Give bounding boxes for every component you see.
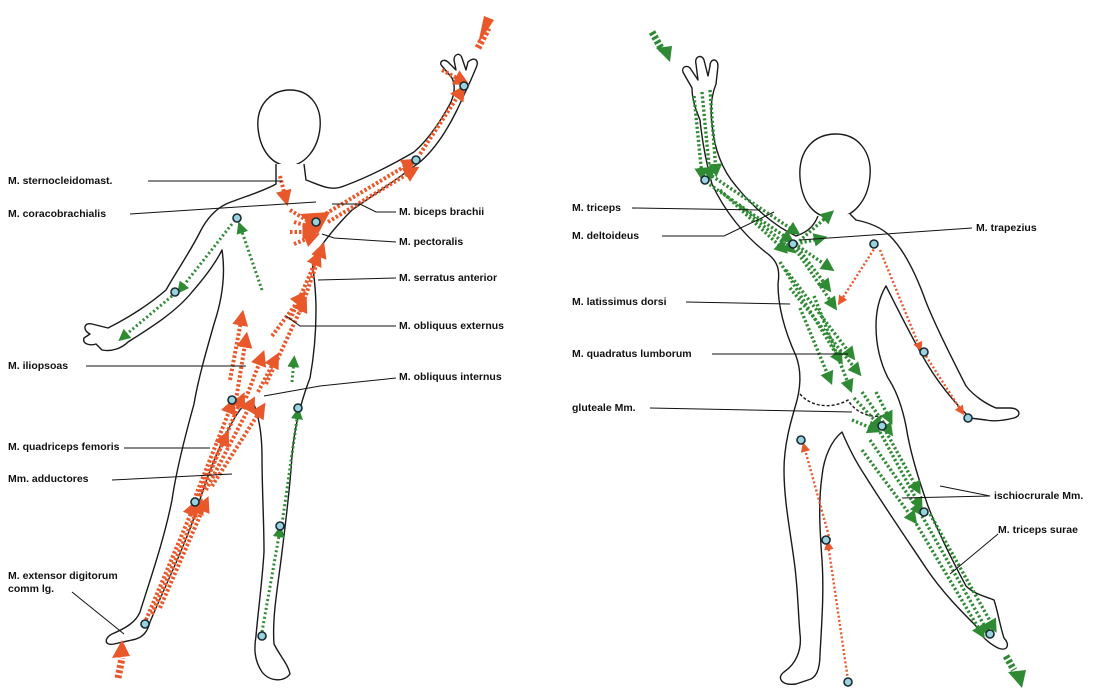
label-obliquus-internus: M. obliquus internus [399, 371, 502, 384]
front-head [258, 90, 320, 166]
back-body-outline [683, 57, 1019, 685]
back-head [800, 134, 870, 218]
label-extensor-digitorum: M. extensor digitorum comm lg. [8, 570, 118, 596]
label-trapezius: M. trapezius [976, 222, 1037, 235]
label-serratus-anterior: M. serratus anterior [399, 272, 497, 285]
label-adductores: Mm. adductores [8, 473, 89, 486]
label-triceps-surae: M. triceps surae [998, 524, 1078, 537]
label-biceps-brachii: M. biceps brachii [399, 206, 484, 219]
label-quadratus-lumborum: M. quadratus lumborum [572, 348, 692, 361]
label-deltoideus: M. deltoideus [572, 230, 639, 243]
label-latissimus-dorsi: M. latissimus dorsi [572, 296, 667, 309]
label-ischiocrurale: ischiocrurale Mm. [994, 490, 1083, 503]
front-body-outline [84, 54, 478, 679]
label-quadriceps-femoris: M. quadriceps femoris [8, 441, 119, 454]
label-iliopsoas: M. iliopsoas [8, 360, 68, 373]
label-obliquus-externus: M. obliquus externus [399, 320, 504, 333]
label-sternocleidomast: M. sternocleidomast. [8, 175, 112, 188]
label-pectoralis: M. pectoralis [399, 236, 463, 249]
label-gluteale: gluteale Mm. [572, 402, 636, 415]
label-coracobrachialis: M. coracobrachialis [8, 208, 106, 221]
label-triceps: M. triceps [572, 202, 621, 215]
